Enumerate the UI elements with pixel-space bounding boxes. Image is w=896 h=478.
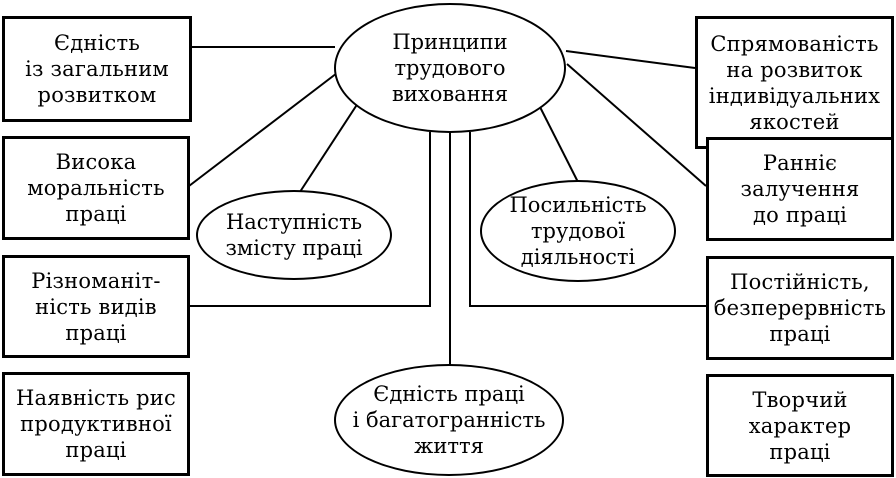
box-high-morality: Висока моральність праці — [2, 136, 190, 240]
box-early-label: Ранніє залучення до праці — [740, 151, 860, 227]
ellipse-feasibility: Посильність трудової діяльності — [480, 180, 676, 282]
box-individual-direction: Спрямованість на розвиток індивідуальних… — [695, 16, 894, 149]
connector-direction — [565, 50, 696, 69]
box-direction-label: Спрямованість на розвиток індивідуальних… — [708, 31, 881, 134]
connector-diversity — [190, 132, 431, 307]
box-high-morality-label: Висока моральність праці — [27, 150, 165, 226]
ellipse-continuity-label: Наступність змісту праці — [225, 210, 363, 260]
ellipse-unity-of-work-and-life: Єдність праці і багатогранність життя — [334, 364, 564, 476]
box-diversity-label: Різноманіт- ність видів праці — [31, 268, 161, 345]
box-unity-general-label: Єдність із загальним розвитком — [25, 31, 169, 107]
box-productive-features: Наявність рис продуктивної праці — [2, 372, 190, 476]
ellipse-feasibility-label: Посильність трудової діяльності — [509, 193, 647, 269]
connector-early — [566, 63, 707, 187]
box-productive-label: Наявність рис продуктивної праці — [16, 386, 176, 462]
box-diversity: Різноманіт- ність видів праці — [2, 255, 190, 358]
central-title: Принципи трудового виховання — [392, 30, 508, 106]
connector-feasibility — [539, 106, 583, 191]
connector-high-morality — [188, 69, 342, 187]
box-creative-character: Творчий характер праці — [706, 374, 894, 477]
box-early-involvement: Ранніє залучення до праці — [706, 137, 894, 241]
box-constancy: Постійність, безперервність праці — [706, 256, 894, 360]
connector-continuity — [295, 99, 361, 199]
connector-constancy — [469, 132, 706, 307]
central-ellipse: Принципи трудового виховання — [334, 3, 566, 133]
box-creative-label: Творчий характер праці — [748, 387, 852, 464]
box-unity-general-development: Єдність із загальним розвитком — [2, 16, 192, 122]
ellipse-unity-label: Єдність праці і багатогранність життя — [352, 382, 546, 458]
ellipse-continuity: Наступність змісту праці — [196, 190, 392, 280]
box-constancy-label: Постійність, безперервність праці — [713, 270, 887, 346]
